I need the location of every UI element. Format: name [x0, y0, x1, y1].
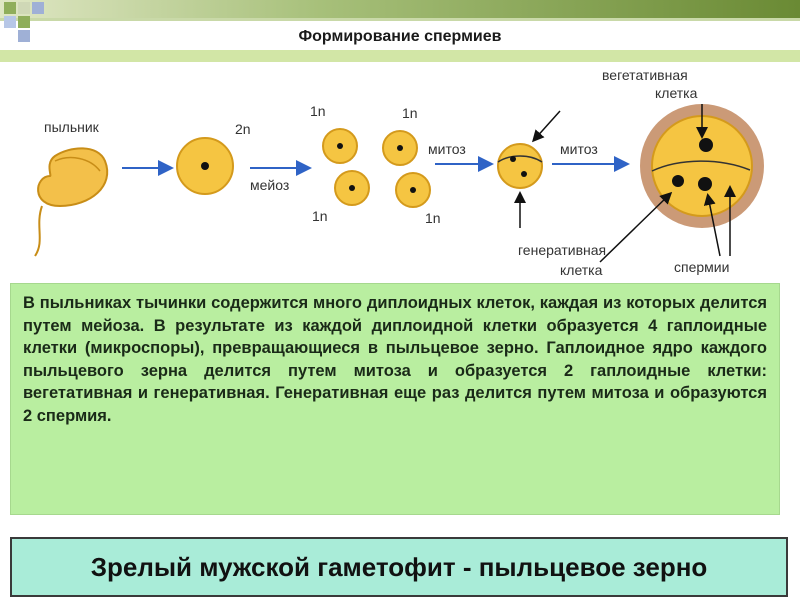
sperm-label: спермии [674, 259, 729, 275]
haploid-cells-group [322, 128, 431, 208]
vegetative-label-line2: клетка [655, 85, 698, 101]
anther-label: пыльник [44, 119, 100, 135]
top-decor-line [0, 18, 800, 21]
haploid-label-2: 1n [402, 105, 418, 121]
caption-text: Зрелый мужской гаметофит - пыльцевое зер… [90, 551, 708, 582]
generative-label-line1: генеративная [518, 242, 606, 258]
description-text: В пыльниках тычинки содержится много дип… [23, 294, 767, 425]
pointer-vegetative-small [531, 110, 561, 143]
meiosis-label: мейоз [250, 177, 289, 193]
mitosis-label-2: митоз [560, 141, 598, 157]
top-decor-bar [0, 0, 800, 18]
mitosis-label-1: митоз [428, 141, 466, 157]
diploid-cell-icon [176, 137, 234, 195]
title-band [0, 50, 800, 62]
two-cell-pollen-icon [497, 143, 543, 189]
corner-squares-decor [0, 0, 60, 50]
caption-box: Зрелый мужской гаметофит - пыльцевое зер… [10, 537, 788, 597]
vegetative-label-line1: вегетативная [602, 67, 688, 83]
diploid-label: 2n [235, 121, 251, 137]
description-box: В пыльниках тычинки содержится много дип… [10, 283, 780, 515]
generative-label-line2: клетка [560, 262, 603, 278]
haploid-label-3: 1n [312, 208, 328, 224]
anther-icon [34, 147, 109, 257]
page-title: Формирование спермиев [298, 28, 502, 45]
sperm-formation-diagram: пыльник 2n мейоз 1n 1n 1n 1n митоз [30, 66, 790, 286]
haploid-label-1: 1n [310, 103, 326, 119]
pointer-generative-large [599, 191, 673, 263]
haploid-label-4: 1n [425, 210, 441, 226]
pointer-sperm-1 [703, 193, 721, 257]
